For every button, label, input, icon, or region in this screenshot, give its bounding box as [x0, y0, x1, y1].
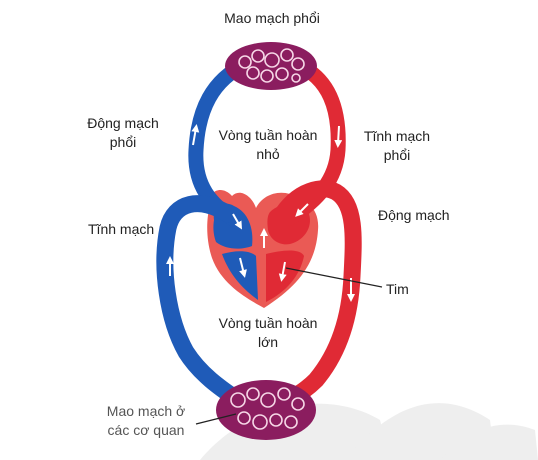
pulmonary-capillary-bed	[225, 42, 317, 90]
label-pulmonary-artery: Động mạch phổi	[87, 115, 159, 150]
pulmonary-vein-vessel	[282, 56, 346, 226]
label-pulmonary-capillaries: Mao mạch phổi	[224, 10, 320, 26]
capillary-leader-line	[195, 413, 237, 425]
aorta-vessel	[269, 180, 362, 409]
label-aorta: Động mạch	[378, 207, 450, 223]
vena-cava-vessel	[156, 195, 247, 409]
label-organ-capillaries: Mao mạch ở các cơ quan	[106, 403, 186, 438]
flow-arrows	[166, 124, 355, 302]
heart-leader-line	[285, 267, 383, 288]
label-heart: Tim	[386, 281, 409, 297]
label-vena-cava: Tĩnh mạch	[88, 221, 155, 237]
organ-capillary-bed	[216, 380, 316, 440]
label-systemic-circulation: Vòng tuần hoàn lớn	[218, 315, 318, 350]
label-pulmonary-vein: Tĩnh mạch phổi	[363, 128, 431, 163]
label-pulmonary-circulation: Vòng tuần hoàn nhỏ	[218, 127, 318, 162]
